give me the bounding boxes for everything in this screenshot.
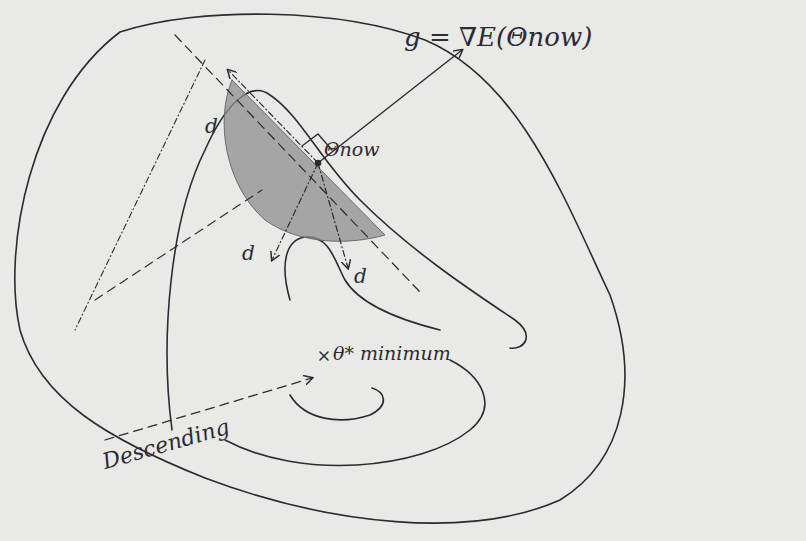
dashed-line (95, 190, 262, 300)
middle-contour (167, 91, 526, 430)
gradient-arrow (318, 50, 462, 163)
direction-d1 (228, 70, 318, 163)
minimum-marker (320, 352, 328, 360)
direction-label: d (354, 266, 367, 286)
inner-contour (285, 237, 440, 330)
lower-contour (225, 360, 485, 465)
tangent-line (175, 35, 420, 292)
minimum-label: θ* minimum (333, 344, 451, 363)
direction-d2 (272, 163, 318, 260)
minimum-contour (290, 388, 383, 420)
direction-d3 (318, 163, 348, 268)
descending-label: Descending (100, 416, 232, 473)
shaded-half-region (224, 80, 385, 241)
dash-dot-line (75, 60, 205, 330)
current-point-label: Θnow (324, 140, 380, 159)
current-point (316, 161, 321, 166)
direction-label: d (205, 116, 218, 136)
direction-label: d (242, 243, 255, 263)
outer-contour (15, 14, 625, 523)
gradient-formula: g = ∇E(Θnow) (404, 24, 592, 50)
